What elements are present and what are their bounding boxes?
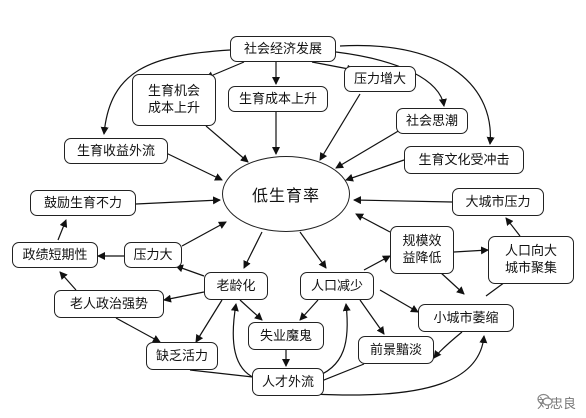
arrow-aging-to-unemployment [239, 299, 263, 321]
arrow-encourage-to-center [135, 196, 221, 205]
arrow-poptocity-to-bigcity [505, 217, 521, 237]
arrow-center-to-popdecline [299, 231, 327, 269]
arrow-popdecline-to-smallcity [379, 289, 419, 313]
node-cost-up: 生育成本上升 [228, 86, 328, 112]
node-bleak-future: 前景黯淡 [358, 336, 434, 364]
arrow-aging-to-elderly [163, 291, 205, 303]
node-elderly-politics: 老人政治强势 [54, 290, 164, 318]
arrow-center-to-aging [243, 231, 263, 269]
arrow-oppcost-to-center [205, 125, 249, 163]
node-small-city: 小城市萎缩 [418, 304, 514, 332]
node-social-trend: 社会思潮 [396, 108, 468, 134]
arrow-return-to-center [163, 151, 223, 181]
arrow-talent-to-smallcity [313, 335, 488, 396]
arrow-bigcity-to-center [353, 196, 453, 205]
node-big-pressure: 压力大 [124, 242, 182, 268]
arrow-trend-to-center [335, 129, 401, 169]
arrow-bigpressure-to-center [181, 221, 227, 247]
node-short-term: 政绩短期性 [12, 242, 98, 268]
node-aging: 老龄化 [204, 272, 268, 300]
arrow-elderly-to-lackvitality [115, 317, 161, 343]
node-return-outflow: 生育收益外流 [64, 138, 168, 164]
arrow-econ-to-return [100, 49, 231, 135]
arrow-aging-to-bigpressure [175, 264, 205, 277]
node-pressure-up: 压力增大 [344, 66, 416, 92]
arrow-popdecline-to-bleak [359, 299, 385, 335]
node-lack-vitality: 缺乏活力 [146, 342, 218, 370]
arrow-elderly-to-shortterm [59, 271, 77, 291]
arrow-scale-to-center [355, 213, 391, 233]
arrow-lackvitality-to-talent [189, 369, 263, 382]
arrow-popdecline-to-scale [363, 255, 391, 271]
node-pop-to-city: 人口向大 城市聚集 [488, 236, 574, 284]
arrow-aging-to-lackvitality [195, 299, 223, 343]
arrow-popdecline-to-unemployment [299, 299, 319, 321]
node-unemployment: 失业魔鬼 [248, 322, 324, 350]
node-low-fertility: 低生育率 [222, 156, 350, 232]
arrow-pressure-to-center [319, 93, 361, 161]
node-culture-impact: 生育文化受冲击 [404, 146, 524, 174]
node-scale-decline: 规模效 益降低 [390, 226, 454, 274]
arrow-scale-to-smallcity [439, 271, 465, 295]
arrow-smallcity-to-bleak [433, 331, 463, 359]
arrow-culture-to-center [345, 159, 405, 182]
node-pop-decline: 人口减少 [300, 272, 374, 300]
watermark: 刘忠良 [537, 393, 576, 412]
node-big-city-pressure: 大城市压力 [452, 188, 544, 216]
arrow-shortterm-to-encourage [57, 219, 68, 241]
node-opp-cost: 生育机会 成本上升 [132, 74, 216, 126]
node-econ-dev: 社会经济发展 [230, 36, 336, 62]
node-talent-outflow: 人才外流 [252, 368, 324, 396]
node-encourage-fail: 鼓励生育不力 [30, 190, 136, 216]
wechat-icon [537, 393, 553, 406]
arrow-scale-to-poptocity [453, 246, 489, 255]
arrow-econ-to-culture [339, 44, 495, 145]
